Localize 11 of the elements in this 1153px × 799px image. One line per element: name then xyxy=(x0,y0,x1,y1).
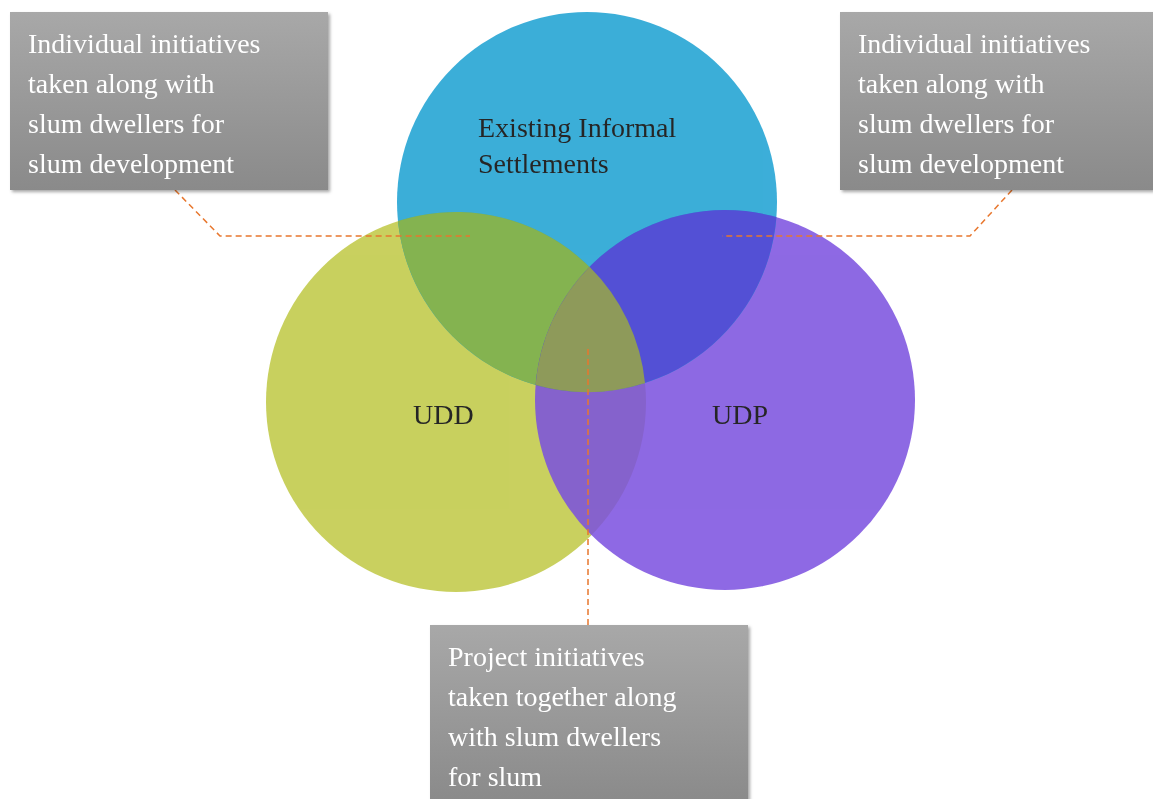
circle-label: Existing Informal Settlements xyxy=(478,111,678,181)
callout-text: Individual initiatives taken along with slum dwellers for slum development xyxy=(858,27,1092,181)
callout-text: Individual initiatives taken along with slum dwellers for slum development xyxy=(28,27,262,181)
callout-box xyxy=(430,625,748,799)
circle-label: UDD xyxy=(413,398,475,432)
callout-box xyxy=(10,12,328,190)
callout-box xyxy=(840,12,1153,190)
leader-line xyxy=(174,189,471,237)
callout-text: Project initiatives taken together along with slum dwellers for slum xyxy=(448,640,678,794)
circle-label: UDP xyxy=(712,398,769,432)
overlap-region xyxy=(535,266,645,392)
